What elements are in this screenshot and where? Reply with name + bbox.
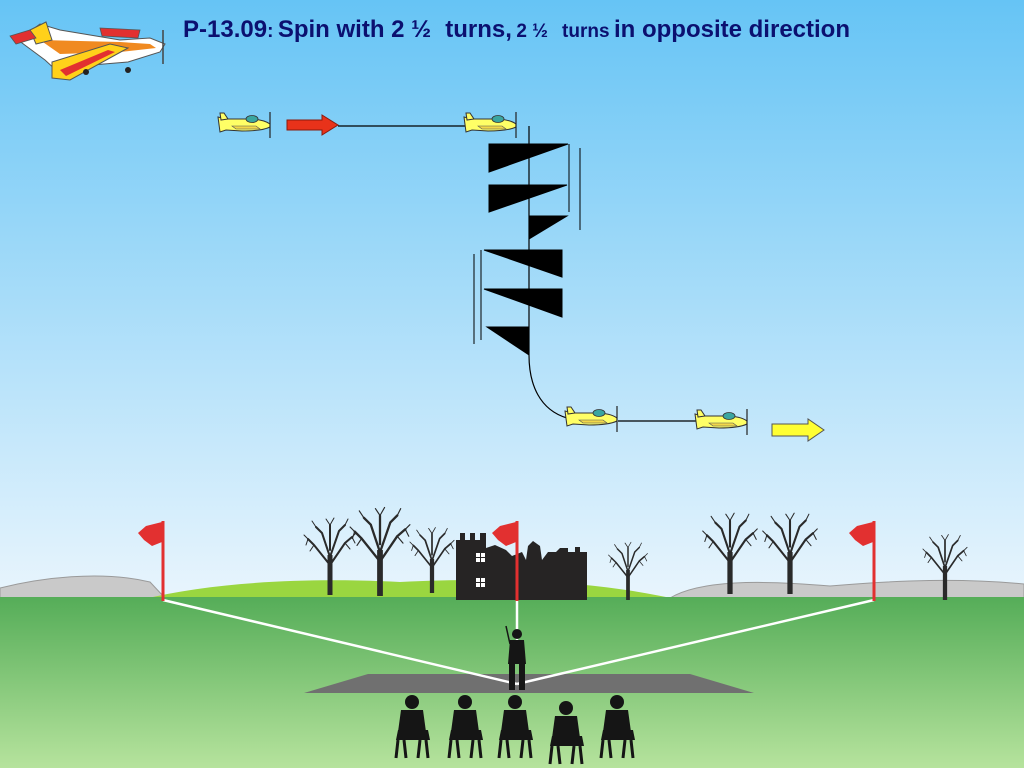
flight-path — [338, 125, 697, 422]
runway — [304, 674, 754, 693]
maneuver-code: P-13.09 — [183, 16, 268, 43]
entry-arrow-icon — [286, 114, 339, 136]
title-colon: : — [267, 21, 274, 42]
pilot-icon — [505, 625, 526, 690]
castle-ruin-icon — [456, 533, 587, 600]
title-part-4: turns — [562, 21, 610, 42]
flags — [138, 521, 876, 601]
hill-right — [668, 579, 1024, 599]
flag-icon — [138, 521, 165, 601]
sky — [0, 0, 1024, 600]
model-airplane-logo-icon — [9, 21, 166, 81]
hill-left — [0, 575, 167, 599]
title-part-2: turns, — [445, 16, 512, 43]
flag-icon — [849, 521, 876, 601]
flag-icon — [492, 521, 519, 601]
page-title: P-13.09: Spin with 2 ½ turns, 2 ½ turns in… — [183, 16, 850, 44]
title-part-5: in opposite direction — [613, 16, 850, 43]
title-part-3: 2 ½ — [516, 21, 549, 42]
title-part-1: Spin with 2 ½ — [277, 16, 432, 43]
spin-turns-marks — [473, 126, 581, 356]
exit-arrow-icon — [771, 418, 825, 442]
